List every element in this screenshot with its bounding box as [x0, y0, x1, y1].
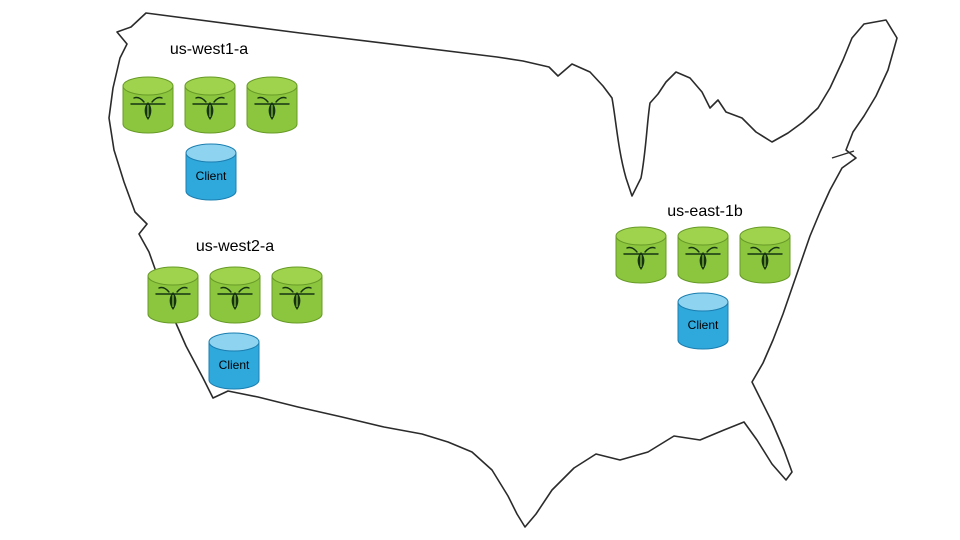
cockroach-db-cylinder-icon — [145, 264, 201, 326]
client-label: Client — [687, 318, 719, 332]
cockroach-db-cylinder-icon — [207, 264, 263, 326]
client-label: Client — [195, 169, 227, 183]
cockroach-db-cylinder-icon — [120, 74, 176, 136]
cockroach-db-cylinder-icon — [675, 224, 731, 286]
region-label-us-west1-a: us-west1-a — [169, 41, 249, 58]
node-group-us-west1-a — [120, 74, 300, 136]
cockroach-db-cylinder-icon — [737, 224, 793, 286]
cockroach-db-cylinder-icon — [182, 74, 238, 136]
client-us-west1-a: Client — [183, 141, 239, 203]
node-group-us-east-1b — [613, 224, 793, 286]
node-group-us-west2-a — [145, 264, 325, 326]
region-label-us-west2-a: us-west2-a — [195, 238, 275, 255]
cockroach-db-cylinder-icon — [269, 264, 325, 326]
client-label: Client — [218, 358, 250, 372]
client-us-west2-a: Client — [206, 330, 262, 392]
client-us-east-1b: Client — [675, 290, 731, 352]
region-label-us-east-1b: us-east-1b — [667, 203, 743, 220]
cockroach-db-cylinder-icon — [244, 74, 300, 136]
long-island-line — [831, 150, 855, 159]
cockroach-db-cylinder-icon — [613, 224, 669, 286]
